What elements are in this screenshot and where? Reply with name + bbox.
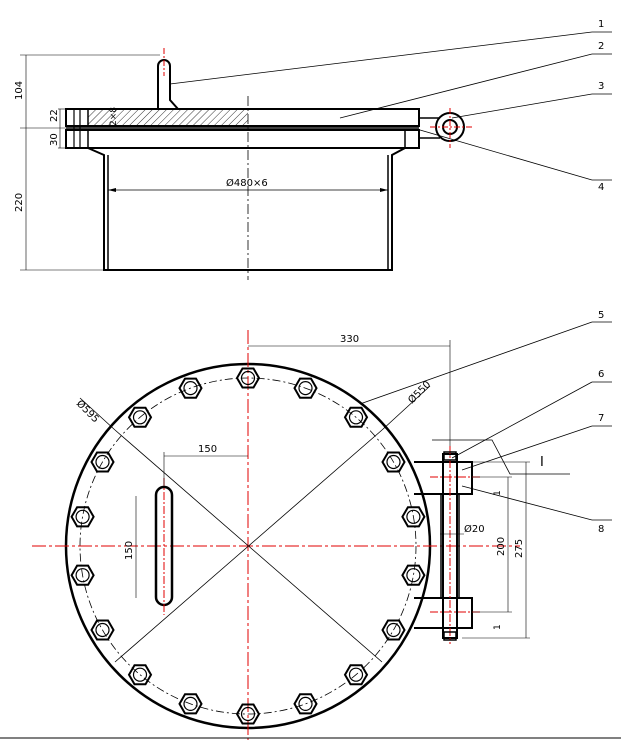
diag-2 — [114, 429, 383, 663]
bolt-washer — [406, 509, 421, 524]
bolt-washer — [75, 568, 90, 583]
bore-arrow-r — [380, 188, 388, 192]
dim-150-v: 150 — [124, 541, 135, 560]
bolt-washer — [298, 381, 313, 396]
bolt-nut — [401, 506, 426, 528]
bolt-nut — [401, 564, 426, 586]
dim-2x8: 2×8 — [109, 107, 119, 126]
leader-4 — [419, 129, 593, 181]
bolt-washer — [386, 622, 401, 638]
flange — [65, 129, 420, 149]
bolt-nut — [381, 619, 406, 641]
part-number-5: 5 — [598, 310, 604, 321]
bolt-washer — [406, 568, 421, 583]
bolt-nut — [70, 506, 95, 528]
leaders: 1 2 3 4 5 6 7 8 — [169, 19, 612, 535]
dim-200: 200 — [496, 537, 507, 556]
dim-275: 275 — [514, 539, 525, 558]
plan-view: Ø595 Ø550 150 150 330 I Ø20 — [32, 330, 570, 740]
leader-7 — [461, 425, 593, 471]
dim-220: 220 — [14, 193, 25, 212]
bolt-washer — [240, 706, 256, 722]
bolt-washer — [95, 622, 110, 638]
hinge-nut-bot — [443, 631, 457, 641]
flange-left-block — [65, 129, 89, 149]
bolt-washer — [132, 410, 148, 425]
bolt-washer — [348, 667, 364, 682]
leader-5 — [359, 321, 593, 405]
part-number-8: 8 — [598, 524, 604, 535]
bolt-washer — [95, 454, 110, 470]
bolt-washer — [183, 696, 198, 712]
cover-hatched — [88, 109, 248, 126]
bolt-washer — [183, 381, 198, 396]
dim-1-bot: 1 — [493, 624, 503, 630]
dim-150-h: 150 — [198, 444, 217, 455]
dim-595: Ø595 — [74, 398, 102, 426]
bolt-nut — [343, 664, 369, 686]
bolt-nut — [90, 451, 115, 473]
bolt-nut — [127, 664, 153, 686]
leader-3 — [451, 93, 593, 119]
leader-6 — [451, 381, 593, 459]
bolt-nut — [178, 693, 203, 715]
bolt-washer — [348, 410, 364, 425]
part-number-1: 1 — [598, 19, 604, 30]
bolt-nut — [293, 377, 318, 399]
bolt-washer — [386, 454, 401, 470]
bolt-nut — [381, 451, 406, 473]
leader-1 — [169, 31, 593, 85]
bolt-nut — [343, 406, 369, 428]
neck-pipe — [87, 147, 406, 271]
bolt-nut — [127, 406, 153, 428]
detail-i-label: I — [540, 455, 544, 470]
part-number-6: 6 — [598, 369, 604, 380]
bolt-nut — [235, 367, 261, 389]
part-number-4: 4 — [598, 182, 604, 193]
dim-pin-dia: Ø20 — [464, 523, 485, 535]
bolt-nut — [90, 619, 115, 641]
bolt-washer — [75, 509, 90, 524]
bolt-washer — [132, 667, 148, 682]
dim-30: 30 — [49, 133, 60, 146]
bolt-nut — [70, 564, 95, 586]
section-view: Ø480×6 104 220 22 30 2×8 — [14, 48, 472, 280]
handle — [157, 59, 181, 110]
part-number-2: 2 — [598, 41, 604, 52]
bolt-nut — [178, 377, 203, 399]
dia595-leader — [79, 397, 116, 431]
dim-1-top: 1 — [493, 490, 503, 496]
leader-8 — [461, 485, 593, 521]
cover-left-block — [65, 108, 89, 127]
part-number-7: 7 — [598, 413, 604, 424]
bolt-nut — [293, 693, 318, 715]
dim-330: 330 — [340, 334, 359, 345]
bolt-nut — [235, 703, 261, 725]
bore-label: Ø480×6 — [226, 177, 268, 189]
leader-2 — [339, 53, 593, 119]
dia550-leader — [381, 385, 431, 431]
part-number-3: 3 — [598, 81, 604, 92]
bolt-washer — [298, 696, 313, 712]
bore-arrow-l — [108, 188, 116, 192]
dim-22: 22 — [49, 109, 60, 122]
flange-right-block — [404, 129, 420, 149]
bolt-washer — [240, 370, 256, 386]
dim-104: 104 — [14, 81, 25, 100]
bolt-set — [70, 367, 426, 725]
